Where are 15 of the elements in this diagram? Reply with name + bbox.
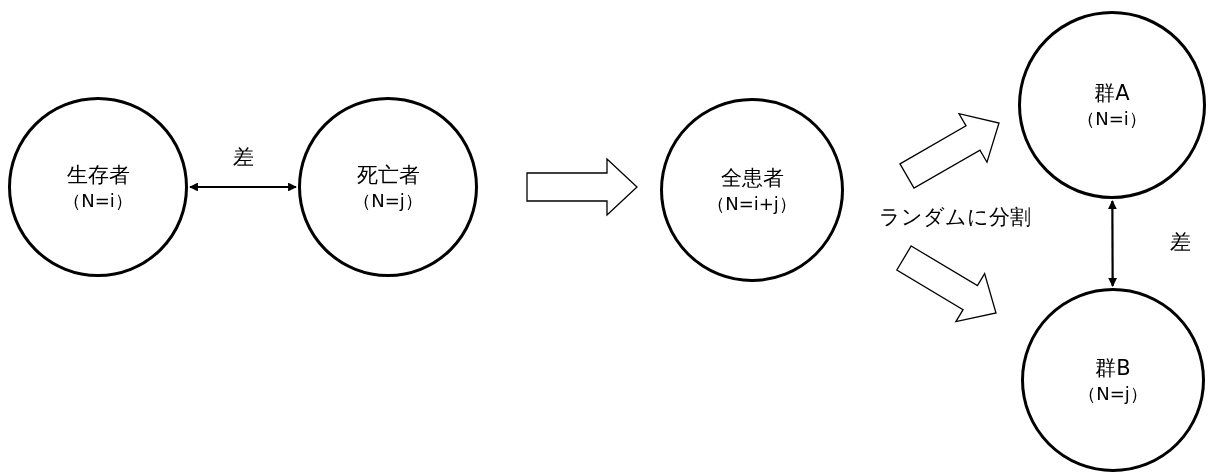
node-count: （N=i） [63, 188, 133, 213]
node-title: 全患者 [720, 164, 784, 192]
double-arrow [189, 182, 297, 192]
node-title: 生存者 [66, 161, 130, 189]
node-count: （N=i+j） [707, 191, 797, 216]
node-title: 死亡者 [356, 161, 420, 189]
block-arrow [895, 245, 997, 323]
node-count: （N=i） [1077, 106, 1147, 131]
block-arrow [899, 112, 1000, 189]
block-arrow [526, 157, 638, 217]
node-count: （N=j） [1078, 381, 1148, 406]
double-arrow [1108, 200, 1118, 287]
node-count: （N=j） [353, 188, 423, 213]
node-title: 群B [1095, 354, 1131, 382]
node-title: 群A [1094, 79, 1130, 107]
